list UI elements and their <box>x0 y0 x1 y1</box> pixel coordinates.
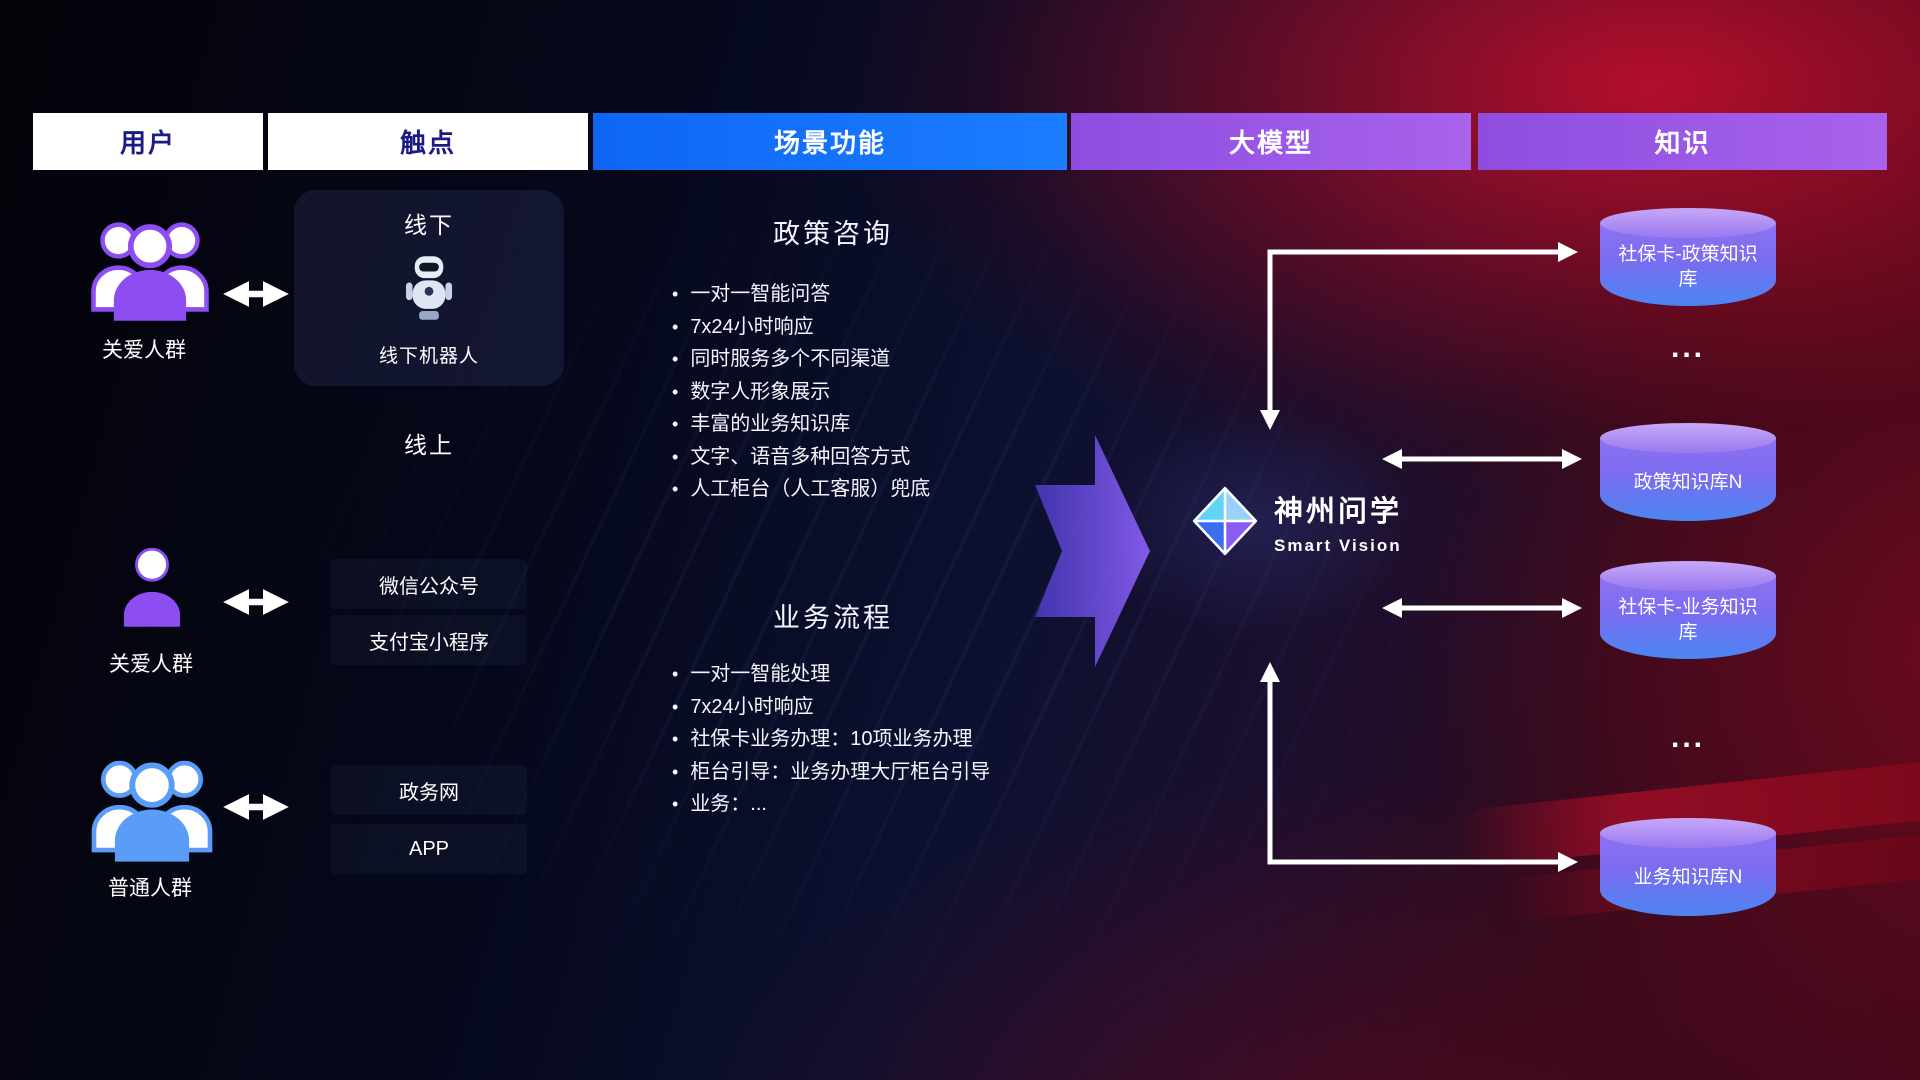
header-touchpoints: 触点 <box>268 113 588 170</box>
online-title: 线上 <box>404 432 454 458</box>
database-label: 业务知识库N <box>1633 866 1743 888</box>
list-item: 同时服务多个不同渠道 <box>672 349 930 369</box>
database-icon: 政策知识库N <box>1600 423 1776 521</box>
header-scenarios-label: 场景功能 <box>773 128 886 158</box>
elbow-arrow-model-to-db1 <box>1260 242 1578 430</box>
database-label: 社保卡-政策知识库 <box>1618 244 1758 290</box>
list-item: 人工柜台（人工客服）兜底 <box>672 479 930 499</box>
list-item: 业务：... <box>672 794 990 814</box>
list-item: 丰富的业务知识库 <box>672 414 930 434</box>
elbow-arrow-model-to-db4 <box>1260 662 1578 872</box>
ellipsis: ... <box>1670 721 1705 754</box>
database-label: 政策知识库N <box>1633 471 1743 493</box>
list-item: 文字、语音多种回答方式 <box>672 447 930 467</box>
list-item: 7x24小时响应 <box>672 317 930 337</box>
policy-feature-list: 一对一智能问答 7x24小时响应 同时服务多个不同渠道 数字人形象展示 丰富的业… <box>672 284 930 512</box>
business-feature-list: 一对一智能处理 7x24小时响应 社保卡业务办理：10项业务办理 柜台引导：业务… <box>672 664 990 827</box>
offline-robot-label: 线下机器人 <box>378 346 479 367</box>
offline-title: 线下 <box>404 212 454 238</box>
list-item: 社保卡业务办理：10项业务办理 <box>672 729 990 749</box>
user-group-label: 普通人群 <box>108 877 192 900</box>
channel-app: APP <box>331 824 527 874</box>
list-item: 数字人形象展示 <box>672 382 930 402</box>
list-item: 7x24小时响应 <box>672 697 990 717</box>
user-group-label: 关爱人群 <box>109 653 193 676</box>
user-group-label: 关爱人群 <box>102 339 186 362</box>
channel-gov-web: 政务网 <box>331 765 527 815</box>
policy-consult-title: 政策咨询 <box>773 219 893 249</box>
people-group-purple-icon <box>82 210 218 328</box>
business-process-title: 业务流程 <box>773 603 893 633</box>
model-brand: 神州问学 Smart Vision <box>1274 488 1402 556</box>
ellipsis: ... <box>1670 331 1705 364</box>
database-icon: 业务知识库N <box>1600 818 1776 916</box>
people-group-blue-icon <box>82 748 222 869</box>
model-subtitle: Smart Vision <box>1274 536 1402 555</box>
header-large-model-label: 大模型 <box>1228 128 1313 158</box>
list-item: 柜台引导：业务办理大厅柜台引导 <box>672 762 990 782</box>
offline-touchpoint-panel: 线下 线下机器人 <box>294 190 564 386</box>
channel-alipay-miniapp: 支付宝小程序 <box>331 615 527 665</box>
person-purple-icon <box>121 545 183 634</box>
header-touchpoints-label: 触点 <box>399 128 456 158</box>
header-scenarios: 场景功能 <box>593 113 1067 170</box>
smart-vision-logo-icon <box>1188 484 1262 563</box>
robot-icon <box>403 254 455 327</box>
header-users-label: 用户 <box>119 128 176 158</box>
header-knowledge: 知识 <box>1478 113 1887 170</box>
header-knowledge-label: 知识 <box>1654 128 1711 158</box>
model-name: 神州问学 <box>1274 496 1403 528</box>
database-label: 社保卡-业务知识库 <box>1618 597 1758 643</box>
database-icon: 社保卡-业务知识库 <box>1600 561 1776 659</box>
flow-arrow-icon <box>1035 435 1150 672</box>
header-users: 用户 <box>33 113 263 170</box>
list-item: 一对一智能处理 <box>672 664 990 684</box>
channel-wechat: 微信公众号 <box>331 559 527 609</box>
header-large-model: 大模型 <box>1071 113 1471 170</box>
list-item: 一对一智能问答 <box>672 284 930 304</box>
database-icon: 社保卡-政策知识库 <box>1600 208 1776 306</box>
